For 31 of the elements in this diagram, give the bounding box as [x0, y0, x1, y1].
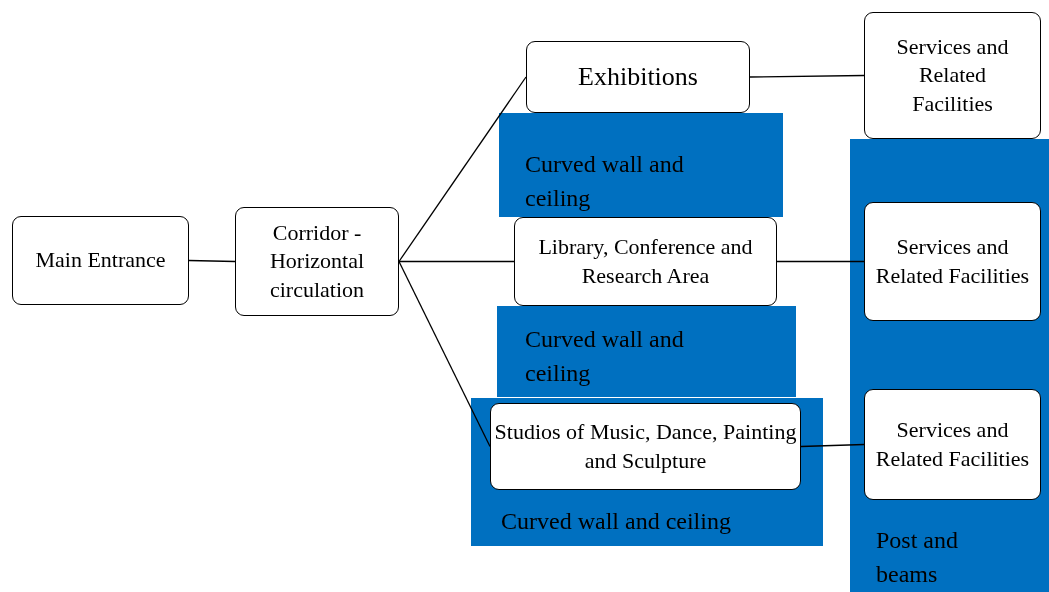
process-box	[12, 216, 189, 305]
node-label: Curved wall and ceiling	[501, 507, 732, 536]
process-box	[526, 41, 750, 113]
node-label: Library, Conference and Research Area	[537, 232, 754, 290]
process-box	[514, 217, 777, 306]
structure-band	[850, 139, 1049, 592]
process-box	[864, 12, 1041, 139]
node-label: Curved wall and ceiling	[525, 150, 685, 213]
structure-band	[497, 306, 796, 397]
process-box	[864, 389, 1041, 500]
node-label: Exhibitions	[578, 61, 698, 94]
node-label: Main Entrance	[35, 246, 166, 275]
process-box	[235, 207, 399, 316]
node-label: Corridor - Horizontal circulation	[268, 218, 366, 304]
structure-band	[471, 398, 823, 546]
node-label: Studios of Music, Dance, Painting and Sculpture	[493, 417, 798, 475]
process-box	[864, 202, 1041, 321]
connector-line	[800, 443, 865, 448]
node-label: Curved wall and ceiling	[525, 325, 685, 388]
connector-line	[776, 260, 865, 263]
connector-line	[398, 76, 527, 263]
process-box	[490, 403, 801, 490]
structure-band	[499, 113, 783, 217]
node-label: Services and Related Facilities	[874, 415, 1031, 473]
node-label: Services and Related Facilities	[895, 32, 1010, 118]
connector-line	[398, 260, 491, 448]
node-label: Post and beams	[876, 526, 959, 589]
connector-line	[188, 259, 236, 263]
connector-line	[749, 74, 865, 78]
connector-line	[398, 260, 515, 263]
node-label: Services and Related Facilities	[874, 232, 1031, 290]
